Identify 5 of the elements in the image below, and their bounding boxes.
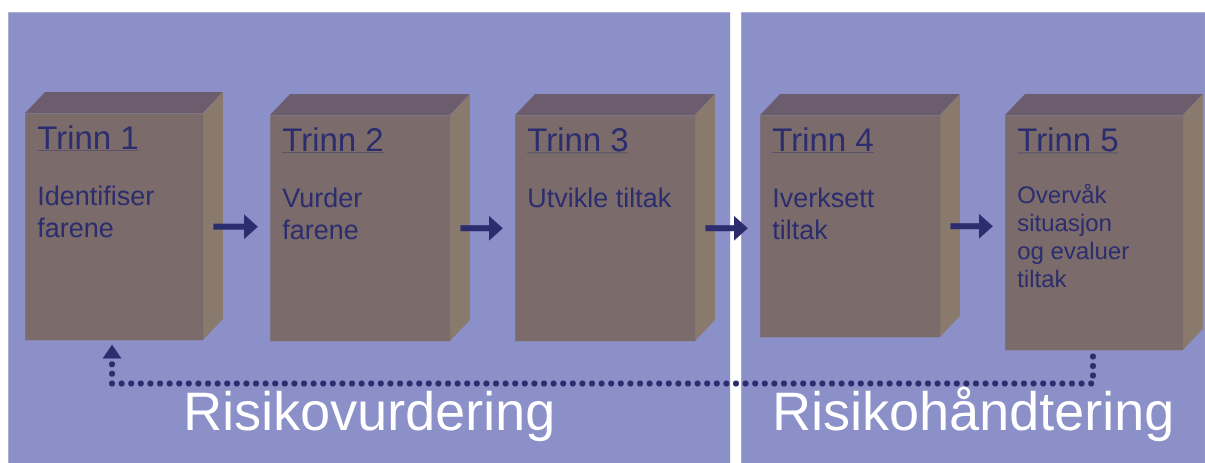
box: Trinn 2 Vurder farene bbox=[270, 94, 470, 342]
box: Trinn 5 Overvåk situasjon og evaluer tiltak bbox=[1005, 94, 1203, 351]
box: Trinn 4 Iverksett tiltak bbox=[760, 94, 960, 338]
box: Trinn 3 Utvikle tiltak bbox=[515, 94, 715, 342]
box: Trinn 1 Identifiser farene bbox=[25, 92, 223, 341]
